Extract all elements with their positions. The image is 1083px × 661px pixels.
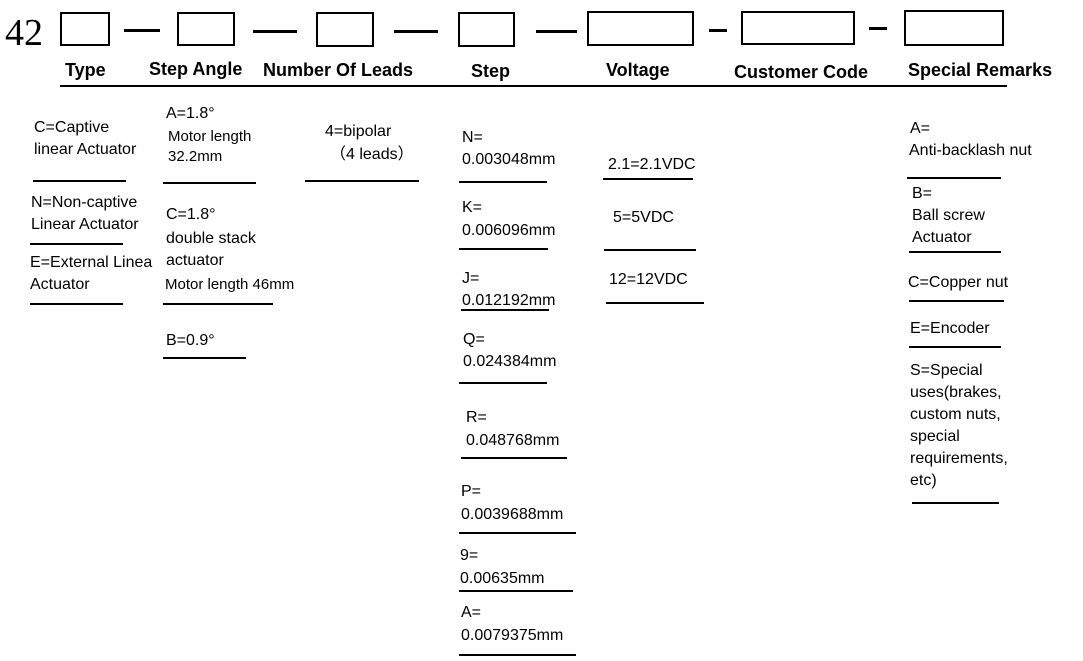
code-separator [124, 29, 160, 32]
step-angle-option-divider [163, 303, 273, 305]
step-angle-option-note: 32.2mm [168, 148, 223, 165]
special-remark-line: etc) [910, 472, 937, 489]
special-remark-line: special [910, 428, 960, 445]
step-option-code: J= [462, 270, 480, 287]
voltage-option: 5=5VDC [613, 209, 674, 226]
special-remark-line: Ball screw [912, 207, 985, 224]
lead-option-divider [305, 180, 419, 182]
step-angle-option-note: Motor length 46mm [165, 276, 295, 293]
step-angle-option-line: actuator [166, 252, 224, 269]
special-remark-line: C=Copper nut [908, 274, 1009, 291]
code-separator [253, 30, 297, 33]
step-option-code: 9= [460, 547, 479, 564]
step-option-divider [459, 532, 576, 534]
step-option-divider [461, 309, 549, 311]
special-remark-divider [909, 300, 1004, 302]
code-box-voltage [587, 11, 694, 46]
type-option-line: Actuator [30, 276, 90, 293]
special-remark-line: uses(brakes, [910, 384, 1002, 401]
step-option-divider [461, 457, 567, 459]
header-special-remarks: Special Remarks [908, 60, 1053, 80]
model-prefix: 42 [5, 12, 43, 54]
type-option-divider [33, 180, 126, 182]
special-remark-line: A= [910, 120, 931, 137]
code-box-step [458, 12, 515, 47]
step-angle-option-line: B=0.9° [166, 332, 215, 349]
voltage-option-divider [603, 178, 693, 180]
step-option-code: R= [466, 409, 487, 426]
code-separator [536, 30, 577, 33]
special-remark-divider [909, 251, 1001, 253]
header-voltage: Voltage [606, 60, 670, 80]
header-rule [60, 85, 1007, 87]
step-option-value: 0.0079375mm [461, 627, 564, 644]
code-separator [394, 30, 438, 33]
type-option-divider [30, 303, 123, 305]
step-option-code: A= [461, 604, 482, 621]
type-option-line: Linear Actuator [31, 216, 139, 233]
special-remark-line: S=Special [910, 362, 983, 379]
voltage-option: 12=12VDC [609, 271, 688, 288]
code-box-leads [316, 12, 374, 47]
type-option-line: E=External Linea [30, 254, 153, 271]
header-type: Type [65, 60, 106, 80]
step-option-code: Q= [463, 331, 485, 348]
header-step: Step [471, 61, 511, 81]
step-angle-option-divider [163, 182, 256, 184]
lead-option-line: （4 leads） [330, 146, 414, 163]
lead-option-line: 4=bipolar [325, 123, 392, 140]
code-box-special-remarks [904, 10, 1004, 46]
code-separator [709, 29, 727, 32]
voltage-option-divider [606, 302, 704, 304]
step-angle-option-line: double stack [166, 230, 256, 247]
voltage-option-divider [604, 249, 696, 251]
special-remark-line: E=Encoder [910, 320, 990, 337]
header-step-angle: Step Angle [149, 59, 243, 79]
step-option-value: 0.048768mm [466, 432, 560, 449]
step-option-value: 0.003048mm [462, 151, 556, 168]
special-remark-line: custom nuts, [910, 406, 1001, 423]
type-option-divider [30, 243, 123, 245]
code-box-type [60, 12, 110, 46]
special-remark-divider [907, 177, 1001, 179]
step-option-code: N= [462, 129, 483, 146]
header-customer-code: Customer Code [734, 62, 869, 82]
step-angle-option-line: C=1.8° [166, 206, 216, 223]
step-angle-option-line: A=1.8° [166, 105, 215, 122]
special-remark-line: B= [912, 185, 933, 202]
header-leads: Number Of Leads [263, 60, 414, 80]
code-box-step-angle [177, 12, 235, 46]
step-option-code: K= [462, 199, 483, 216]
step-option-divider [459, 654, 576, 656]
step-option-code: P= [461, 483, 482, 500]
step-option-divider [459, 382, 547, 384]
type-option-line: N=Non-captive [31, 194, 138, 211]
special-remark-line: Actuator [912, 229, 972, 246]
voltage-option: 2.1=2.1VDC [608, 156, 696, 173]
step-option-divider [459, 181, 547, 183]
step-option-value: 0.00635mm [460, 570, 545, 587]
step-option-divider [459, 248, 548, 250]
step-option-value: 0.0039688mm [461, 506, 564, 523]
code-separator [869, 27, 887, 30]
special-remark-line: requirements, [910, 450, 1008, 467]
special-remark-divider [912, 502, 999, 504]
step-option-value: 0.006096mm [462, 222, 556, 239]
code-box-customer-code [741, 11, 855, 45]
step-option-value: 0.024384mm [463, 353, 557, 370]
type-option-line: linear Actuator [34, 141, 137, 158]
step-angle-option-note: Motor length [168, 128, 252, 145]
step-option-divider [459, 590, 573, 592]
type-option-line: C=Captive [34, 119, 110, 136]
special-remark-divider [909, 346, 1001, 348]
special-remark-line: Anti-backlash nut [909, 142, 1032, 159]
step-angle-option-divider [163, 357, 246, 359]
step-option-value: 0.012192mm [462, 292, 556, 309]
